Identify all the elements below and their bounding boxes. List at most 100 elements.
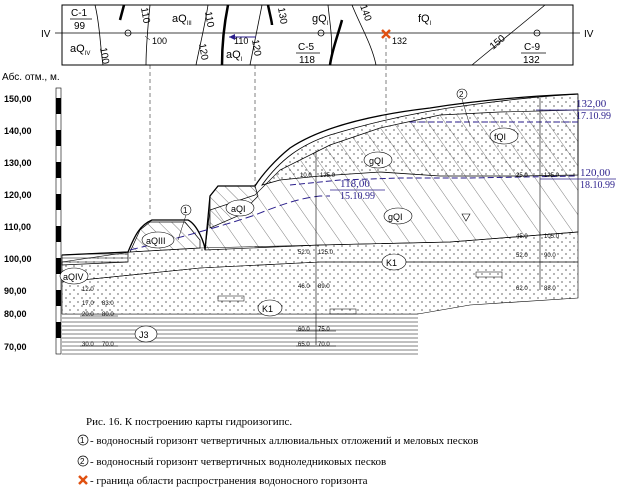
depth-mark: 52.0 [516, 253, 528, 259]
zone-label: gQI [312, 13, 329, 27]
legend-text: - водоносный горизонт четвертичных аллюв… [90, 435, 478, 447]
isoline-label: 120 [196, 43, 210, 62]
lens-icon [475, 271, 503, 278]
depth-mark: 17.0 [82, 301, 94, 307]
lens-icon [217, 295, 245, 302]
depth-mark: 65.0 [298, 342, 310, 348]
y-axis-title: Абс. отм., м. [2, 71, 60, 83]
isoline-120 [195, 4, 209, 66]
well-name: С-5 [298, 42, 315, 53]
depth-mark: 70.0 [102, 342, 114, 348]
depth-mark: 83.0 [102, 301, 114, 307]
isoline-100 [94, 4, 104, 66]
svg-text:2: 2 [80, 457, 85, 466]
layer-label: aQIII [146, 236, 166, 246]
zone-label: aQIV [70, 43, 90, 57]
depth-mark: 70.0 [318, 342, 330, 348]
y-tick: 90,00 [4, 286, 27, 296]
legend-mark-1 [77, 434, 89, 446]
depth-mark: 89.0 [318, 284, 330, 290]
isoline-140 [351, 4, 377, 66]
y-axis-scale [55, 87, 62, 355]
layer-label: gQI [388, 212, 403, 222]
well-name: С-9 [524, 42, 541, 53]
legend-mark-2 [77, 455, 89, 467]
y-tick: 120,00 [4, 190, 32, 200]
water-table-2 [289, 175, 579, 186]
water-table-1 [129, 195, 330, 251]
legend-text: - граница области распространения водоно… [90, 475, 368, 487]
layer-j3 [62, 314, 418, 356]
water-level-value: 132,00 [576, 98, 607, 110]
well-marker [533, 29, 541, 37]
well-marker [317, 29, 325, 37]
legend-text: - водоносный горизонт четвертичных водно… [90, 456, 386, 468]
water-level-date: 17.10.99 [576, 111, 611, 122]
gravel-icon [461, 213, 471, 222]
isoline-label: 110 [202, 11, 216, 29]
isoline-label: 120 [249, 39, 263, 58]
depth-mark: 88.0 [544, 286, 556, 292]
isoline-150 [471, 4, 546, 66]
layer-label: fQI [494, 132, 506, 142]
water-level-value: 118,00 [340, 178, 370, 190]
marker-value: 132 [392, 36, 407, 46]
marker-value: 110 [234, 36, 248, 46]
y-tick: 140,00 [4, 126, 32, 136]
depth-mark: 80.0 [102, 312, 114, 318]
water-level-date: 18.10.99 [580, 180, 615, 191]
marker-value: 100 [152, 36, 167, 46]
figure-title: Рис. 16. К построению карты гидроизогипс… [86, 416, 292, 428]
y-tick: 150,00 [4, 94, 32, 104]
zone-label: aQI [226, 49, 243, 63]
depth-mark: 125.0 [318, 250, 334, 256]
well-value: 99 [74, 21, 86, 32]
well-marker [124, 29, 132, 37]
layer-label: K1 [386, 258, 397, 268]
water-level-value: 120,00 [580, 167, 611, 179]
y-tick: 100,00 [4, 254, 32, 264]
well-value: 132 [523, 55, 540, 66]
depth-mark: 20.0 [82, 312, 94, 318]
section-label-right: IV [584, 29, 594, 40]
isoline-label: 130 [275, 7, 289, 26]
depth-mark: 125.0 [544, 173, 560, 179]
zone-label: fQI [418, 13, 432, 27]
zone-boundary [266, 4, 274, 26]
y-tick: 110,00 [4, 222, 31, 232]
layer-fqi [261, 93, 579, 186]
layer-label: K1 [262, 304, 273, 314]
depth-mark: 90.0 [544, 253, 556, 259]
caption: Рис. 16. К построению карты гидроизогипс… [77, 416, 478, 487]
boundary-marker-icon [78, 475, 88, 485]
depth-mark: 46.0 [298, 284, 310, 290]
ground-surface [61, 93, 579, 256]
zone-boundary [328, 19, 344, 66]
layer-label: gQI [369, 156, 384, 166]
y-tick: 80,00 [4, 309, 27, 319]
circle-mark: 2 [459, 90, 464, 99]
well-name: С-1 [71, 8, 88, 19]
layer-label: aQIV [63, 272, 84, 282]
y-tick: 130,00 [4, 158, 32, 168]
section-label-left: IV [41, 29, 51, 40]
isoline-label: 110 [138, 7, 152, 25]
zone-boundary [118, 4, 126, 21]
boundary-marker-icon [381, 29, 391, 39]
depth-mark: 25.0 [516, 173, 528, 179]
layer-label: J3 [139, 330, 149, 340]
well-value: 118 [299, 55, 315, 66]
cross-section: Абс. отм., м. 150,00 140,00 130,00 120,0… [2, 71, 616, 356]
lens-icon [329, 308, 357, 315]
water-level-date: 15.10.99 [340, 191, 375, 202]
depth-mark: 75.0 [318, 327, 330, 333]
layer-label: aQI [231, 204, 246, 214]
svg-text:1: 1 [80, 436, 85, 445]
depth-mark: 125.0 [320, 173, 336, 179]
depth-mark: 30.0 [82, 342, 94, 348]
isoline-label: 100 [97, 47, 111, 66]
depth-mark: 10.0 [300, 173, 312, 179]
y-tick: 70,00 [4, 342, 27, 352]
circle-mark: 1 [183, 206, 188, 215]
